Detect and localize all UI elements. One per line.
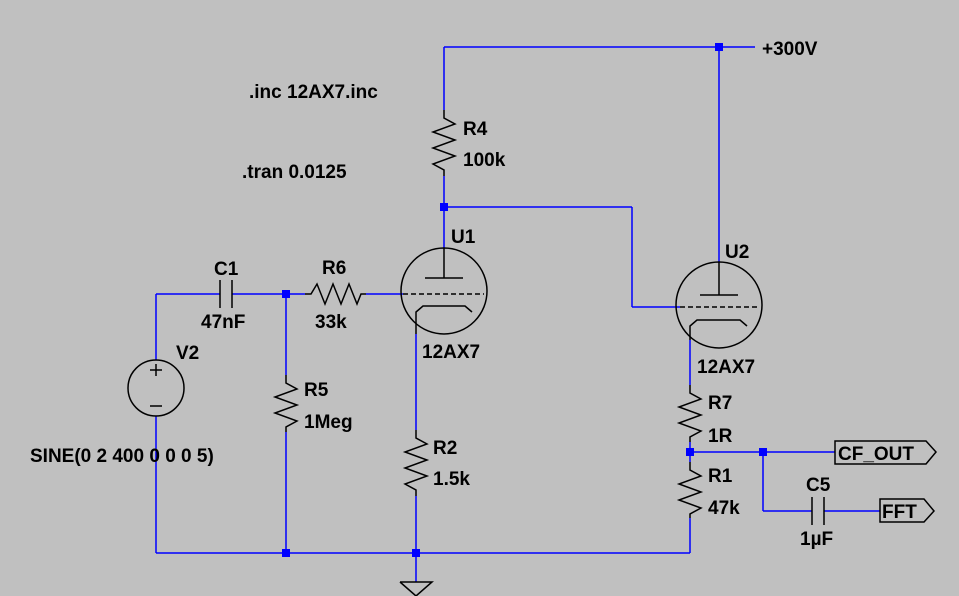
resistor-r4[interactable] <box>430 110 458 176</box>
resistor-r2[interactable] <box>402 430 430 496</box>
r1-value: 47k <box>708 498 740 519</box>
c1-value: 47nF <box>201 312 245 333</box>
r7-name: R7 <box>708 393 732 414</box>
triode-u1[interactable] <box>400 247 488 335</box>
net-label-cf-out[interactable]: CF_OUT <box>834 440 937 465</box>
c5-value: 1µF <box>800 529 833 550</box>
resistor-r5[interactable] <box>272 375 300 432</box>
r4-value: 100k <box>463 150 506 171</box>
wires <box>155 46 880 582</box>
net-label-fft[interactable]: FFT <box>879 498 935 523</box>
junction-dots <box>282 43 767 557</box>
r6-value: 33k <box>315 312 347 333</box>
resistor-r1[interactable] <box>676 462 704 518</box>
u2-name: U2 <box>725 242 749 263</box>
v2-name: V2 <box>176 343 199 364</box>
fft-label: FFT <box>882 502 917 523</box>
u1-value: 12AX7 <box>422 342 480 363</box>
r4-name: R4 <box>463 119 488 140</box>
ground-icon <box>399 581 434 596</box>
include-directive[interactable]: .inc 12AX7.inc <box>249 82 378 103</box>
c5-name: C5 <box>806 475 831 496</box>
r2-name: R2 <box>433 438 457 459</box>
c1-name: C1 <box>214 259 239 280</box>
triode-u2[interactable] <box>675 261 763 349</box>
u1-name: U1 <box>451 227 476 248</box>
v2-value: SINE(0 2 400 0 0 0 5) <box>30 446 214 467</box>
r7-value: 1R <box>708 426 733 447</box>
u2-value: 12AX7 <box>697 357 755 378</box>
capacitor-c5[interactable] <box>811 497 825 525</box>
supply-label[interactable]: +300V <box>762 39 818 60</box>
r5-name: R5 <box>304 380 329 401</box>
r2-value: 1.5k <box>433 469 470 490</box>
resistor-r6[interactable] <box>305 281 366 307</box>
r5-value: 1Meg <box>304 412 353 433</box>
voltage-source-v2[interactable] <box>127 359 185 417</box>
tran-directive[interactable]: .tran 0.0125 <box>242 162 347 183</box>
r1-name: R1 <box>708 466 733 487</box>
capacitor-c1[interactable] <box>219 280 233 308</box>
cf-out-label: CF_OUT <box>838 444 914 465</box>
r6-name: R6 <box>322 258 346 279</box>
resistor-r7[interactable] <box>676 385 704 442</box>
